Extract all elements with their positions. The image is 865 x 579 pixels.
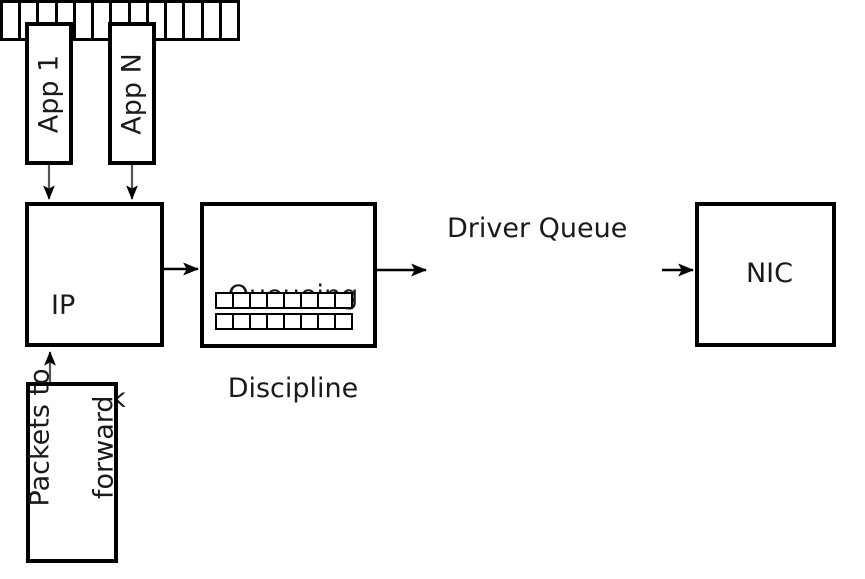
node-nic[interactable]: NIC bbox=[695, 202, 836, 347]
qdisc-packet-slot bbox=[334, 292, 353, 309]
node-packets-to-forward[interactable]: Packets to forward bbox=[24, 368, 119, 563]
node-ip-stack-label-line1: IP bbox=[51, 290, 76, 322]
qdisc-packet-slot bbox=[334, 313, 353, 330]
node-app-n-label: App N bbox=[116, 52, 148, 135]
driver-queue-slot bbox=[167, 3, 186, 38]
driver-queue-slot bbox=[185, 3, 204, 38]
node-nic-label: NIC bbox=[745, 258, 793, 289]
driver-queue[interactable] bbox=[0, 0, 240, 41]
driver-queue-title: Driver Queue bbox=[447, 213, 628, 244]
node-packets-to-forward-label: Packets to forward bbox=[0, 368, 152, 558]
qdisc-packet-grid bbox=[215, 292, 353, 330]
qdisc-row bbox=[215, 313, 353, 330]
node-app1-label: App 1 bbox=[33, 54, 65, 133]
node-queueing-discipline-label-line2: Discipline bbox=[227, 373, 359, 405]
node-app1[interactable]: App 1 bbox=[25, 22, 73, 165]
driver-queue-slot bbox=[3, 3, 22, 38]
driver-queue-slot bbox=[94, 3, 113, 38]
node-app-n[interactable]: App N bbox=[108, 22, 156, 165]
node-queueing-discipline-label: Queueing Discipline bbox=[213, 218, 373, 466]
node-packets-to-forward-label-line1: Packets to bbox=[24, 367, 56, 506]
node-packets-to-forward-label-line2: forward bbox=[87, 394, 119, 499]
driver-queue-slot bbox=[221, 3, 238, 38]
driver-queue-slot bbox=[75, 3, 95, 38]
qdisc-row bbox=[215, 292, 353, 309]
node-queueing-discipline[interactable]: Queueing Discipline bbox=[200, 202, 377, 404]
node-ip-stack[interactable]: IP Stack bbox=[25, 202, 164, 414]
driver-queue-slot bbox=[203, 3, 222, 38]
